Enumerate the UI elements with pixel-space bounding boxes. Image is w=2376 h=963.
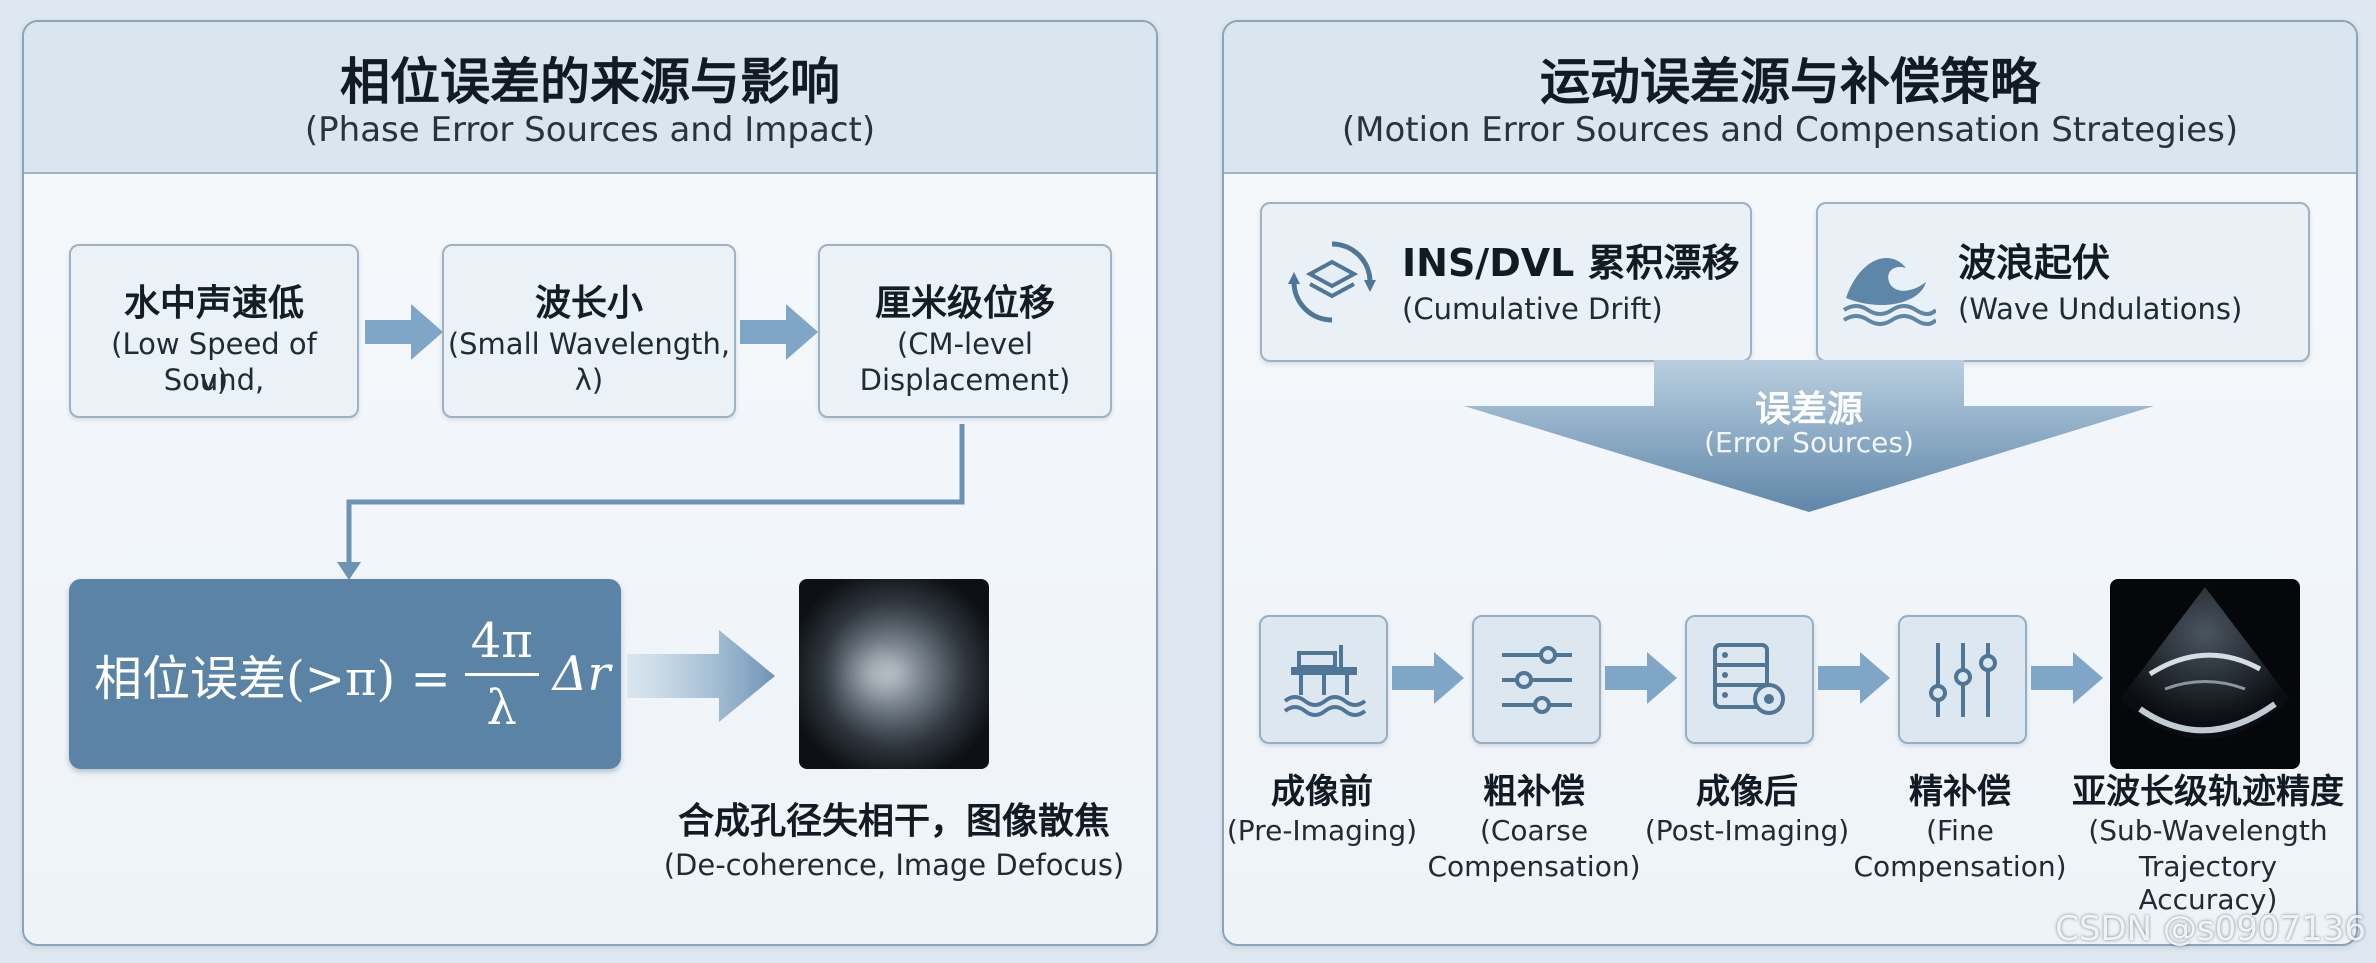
error-sources-funnel: [1464, 360, 2154, 512]
step-sub: Compensation): [1853, 850, 2067, 883]
cause-box-sub: v): [199, 363, 229, 397]
cause-box-title: 水中声速低: [123, 283, 304, 324]
flow-arrow: [1392, 652, 1464, 704]
step-title: 粗补偿: [1483, 772, 1585, 812]
source-title: 波浪起伏: [1958, 241, 2111, 285]
formula-fraction: 4π λ: [464, 613, 539, 736]
step-sub: (Pre-Imaging): [1226, 814, 1418, 847]
cause-box-displacement: 厘米级位移 (CM-level Displacement): [818, 244, 1112, 418]
step-title: 精补偿: [1909, 772, 2011, 812]
source-sub: (Cumulative Drift): [1402, 292, 1663, 326]
source-sub: (Wave Undulations): [1958, 292, 2243, 326]
step-post-imaging: [1685, 615, 1814, 744]
platform-icon: [1283, 645, 1367, 717]
formula-rhs: Δr: [552, 646, 611, 702]
step-sub: Trajectory Accuracy): [2138, 850, 2278, 916]
flow-arrow: [2031, 652, 2103, 704]
flow-arrow: [365, 304, 443, 360]
right-panel-header: [1224, 22, 2356, 174]
step-sub: Compensation): [1427, 850, 1641, 883]
right-panel-subtitle: (Motion Error Sources and Compensation S…: [1341, 110, 2239, 150]
cause-box-sub: (Low Speed of Sound,: [111, 327, 317, 397]
step-sub: (Sub-Wavelength: [2088, 814, 2328, 847]
cause-box-title: 波长小: [534, 283, 643, 324]
step-sub: (Fine: [1926, 814, 1994, 847]
cause-box-sub: (CM-level: [896, 327, 1033, 361]
result-caption: 合成孔径失相干，图像散焦: [677, 801, 1110, 842]
result-caption-sub: (De-coherence, Image Defocus): [663, 848, 1125, 882]
defocused-image: [799, 579, 989, 769]
cause-box-wavelength: 波长小 (Small Wavelength, λ): [442, 244, 736, 418]
flow-arrow: [1605, 652, 1677, 704]
step-coarse-comp: [1472, 615, 1601, 744]
left-panel-title: 相位误差的来源与影响: [340, 53, 840, 111]
left-panel: 相位误差的来源与影响 (Phase Error Sources and Impa…: [22, 20, 1158, 946]
sonar-image: [2110, 579, 2300, 769]
flow-arrow: [740, 304, 818, 360]
formula-lhs: 相位误差(>π) =: [94, 651, 451, 707]
cause-box-sub: (Small Wavelength,: [447, 327, 731, 361]
flow-arrow: [1818, 652, 1890, 704]
vertical-sliders-icon: [1929, 643, 1997, 717]
step-title: 亚波长级轨迹精度: [2072, 772, 2344, 812]
left-panel-subtitle: (Phase Error Sources and Impact): [304, 110, 876, 150]
cause-box-sub: λ): [574, 363, 604, 397]
formula-denominator: λ: [486, 679, 517, 736]
funnel-title: 误差源: [1754, 389, 1863, 430]
step-title: 成像后: [1696, 772, 1798, 812]
step-fine-comp: [1898, 615, 2027, 744]
source-title: INS/DVL 累积漂移: [1402, 241, 1740, 285]
right-panel: 运动误差源与补偿策略 (Motion Error Sources and Com…: [1222, 20, 2358, 946]
server-gear-icon: [1713, 643, 1785, 715]
step-sub: (Post-Imaging): [1644, 814, 1850, 847]
phase-error-formula: 相位误差(>π) = 4π λ Δr: [69, 579, 621, 769]
source-box-drift: INS/DVL 累积漂移 (Cumulative Drift): [1260, 202, 1752, 362]
step-sub: (Coarse: [1479, 814, 1589, 847]
cause-box-title: 厘米级位移: [874, 283, 1055, 324]
connector-arrow: [337, 424, 965, 580]
formula-numerator: 4π: [464, 613, 539, 676]
sliders-icon: [1502, 646, 1572, 714]
cause-box-sound-speed: 水中声速低 (Low Speed of Sound, v): [69, 244, 359, 418]
right-panel-title: 运动误差源与补偿策略: [1540, 53, 2040, 111]
source-box-waves: 波浪起伏 (Wave Undulations): [1816, 202, 2310, 362]
watermark: CSDN @s0907136: [2055, 909, 2366, 949]
result-arrow: [627, 630, 775, 722]
step-title: 成像前: [1271, 772, 1373, 812]
funnel-sub: (Error Sources): [1704, 426, 1914, 459]
left-panel-header: [24, 22, 1156, 174]
step-pre-imaging: [1259, 615, 1388, 744]
cycle-layers-icon: [1288, 241, 1376, 323]
cause-box-sub: Displacement): [859, 363, 1071, 397]
wave-icon: [1842, 258, 1936, 326]
